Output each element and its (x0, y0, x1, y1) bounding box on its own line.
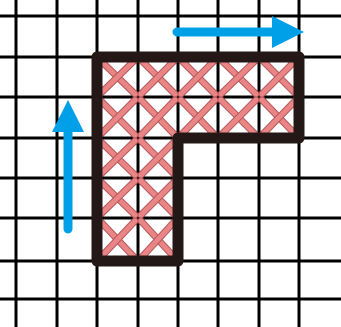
cross-stitch-fill (100, 60, 296, 258)
rightward-arrow-icon (177, 16, 304, 48)
